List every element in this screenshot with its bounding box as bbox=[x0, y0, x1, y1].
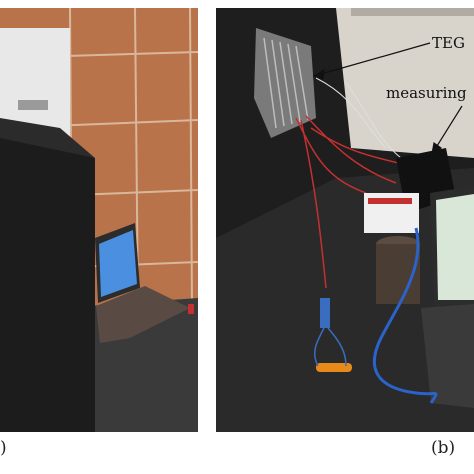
pipe-fitting bbox=[18, 100, 48, 110]
table-surface bbox=[216, 168, 474, 432]
photo-b-scene bbox=[216, 8, 474, 432]
photo-a-scene bbox=[0, 8, 198, 432]
board-wires bbox=[313, 327, 347, 367]
white-box-label bbox=[368, 198, 412, 204]
teg-callout-label: TEG bbox=[432, 34, 465, 52]
floor-object bbox=[188, 304, 194, 314]
cabinet-top bbox=[0, 118, 95, 158]
black-cabinet bbox=[0, 123, 95, 432]
battery bbox=[316, 363, 352, 372]
laptop-base bbox=[96, 286, 190, 343]
heat-sink-fins bbox=[263, 37, 309, 129]
photo-panel-a bbox=[0, 8, 198, 432]
laptop-keyboard-b bbox=[421, 304, 474, 408]
photo-panel-b bbox=[216, 8, 474, 432]
sensor-board bbox=[320, 298, 330, 328]
white-wires bbox=[315, 77, 402, 159]
laptop-screen-b bbox=[436, 194, 474, 300]
measuring-callout-label: measuring bbox=[386, 84, 467, 102]
teg-module bbox=[254, 28, 316, 138]
back-wall bbox=[336, 8, 474, 158]
laptop-screen bbox=[99, 230, 137, 297]
wall-shadow bbox=[351, 8, 474, 16]
callout-arrow-icon bbox=[312, 42, 463, 156]
white-panel bbox=[0, 28, 70, 138]
panel-a-label: ) bbox=[0, 438, 7, 458]
panel-b-label: (b) bbox=[431, 438, 456, 458]
usb-cable bbox=[372, 227, 438, 404]
